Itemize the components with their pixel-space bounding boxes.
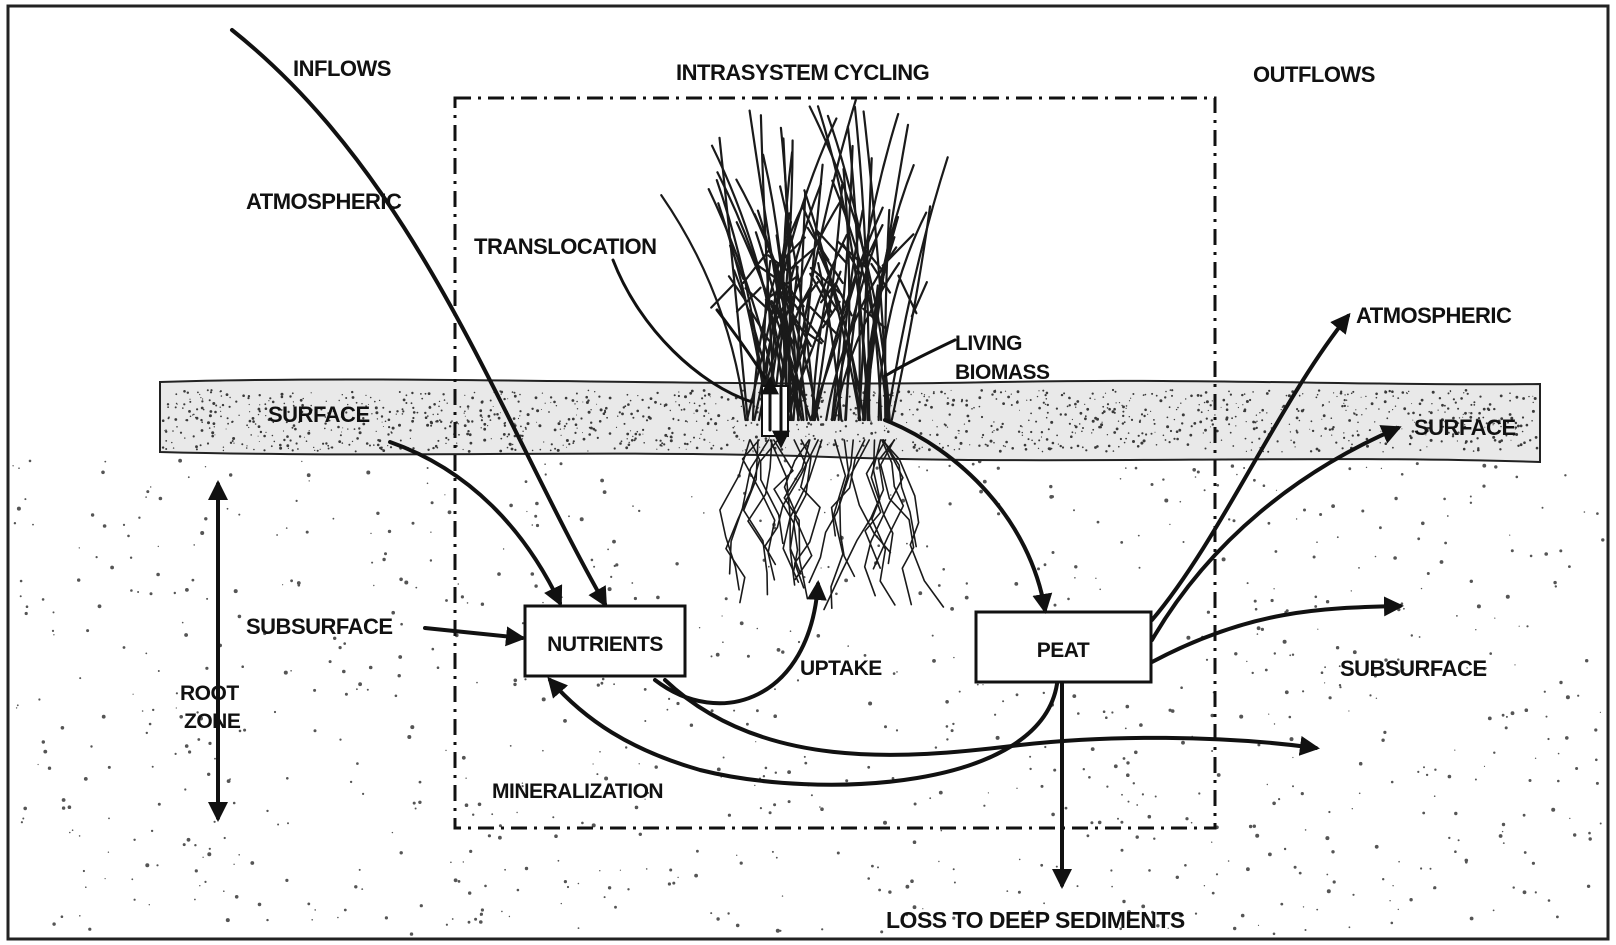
biomass-label: BIOMASS — [955, 361, 1050, 384]
inflows-label: INFLOWS — [293, 56, 391, 81]
translocation-arrows — [762, 380, 788, 445]
root-label: ROOT — [180, 682, 239, 705]
subsurface-inflow-label: SUBSURFACE — [246, 614, 393, 639]
intrasystem-cycling-label: INTRASYSTEM CYCLING — [676, 60, 929, 85]
nutrients-label: NUTRIENTS — [547, 633, 663, 656]
mineralization-label: MINERALIZATION — [492, 780, 663, 803]
translocation-label: TRANSLOCATION — [474, 234, 657, 259]
atmospheric-inflow-label: ATMOSPHERIC — [246, 189, 402, 214]
loss-to-deep-sediments-label: LOSS TO DEEP SEDIMENTS — [886, 907, 1185, 933]
outer-frame — [8, 6, 1608, 939]
surface-outflow-label: SURFACE — [1414, 415, 1516, 440]
outflows-label: OUTFLOWS — [1253, 62, 1375, 87]
living-label: LIVING — [955, 332, 1022, 355]
subsurface-outflow-label: SUBSURFACE — [1340, 656, 1487, 681]
zone-label: ZONE — [184, 710, 241, 733]
uptake-label: UPTAKE — [800, 657, 882, 680]
peat-label: PEAT — [1037, 639, 1090, 662]
surface-inflow-label: SURFACE — [268, 402, 370, 427]
atmospheric-outflow-label: ATMOSPHERIC — [1356, 303, 1512, 328]
